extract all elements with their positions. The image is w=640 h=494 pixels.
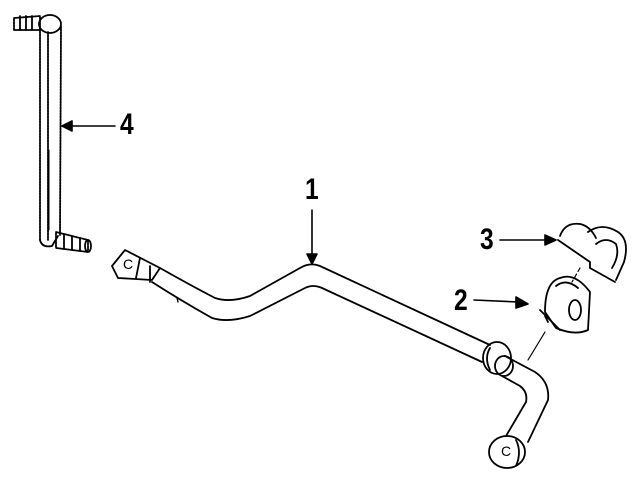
end-mark-left: C xyxy=(123,256,134,272)
callout-2: 2 xyxy=(454,284,468,317)
bushing-bracket-part xyxy=(557,222,627,283)
end-mark-right: C xyxy=(501,443,512,459)
leader-lines xyxy=(61,120,557,309)
bushing-part xyxy=(527,275,591,361)
callout-4: 4 xyxy=(120,108,134,141)
stabilizer-link-part xyxy=(13,14,92,253)
stabilizer-bar-part xyxy=(111,249,550,469)
callout-3: 3 xyxy=(480,223,494,256)
callout-1: 1 xyxy=(305,173,319,206)
